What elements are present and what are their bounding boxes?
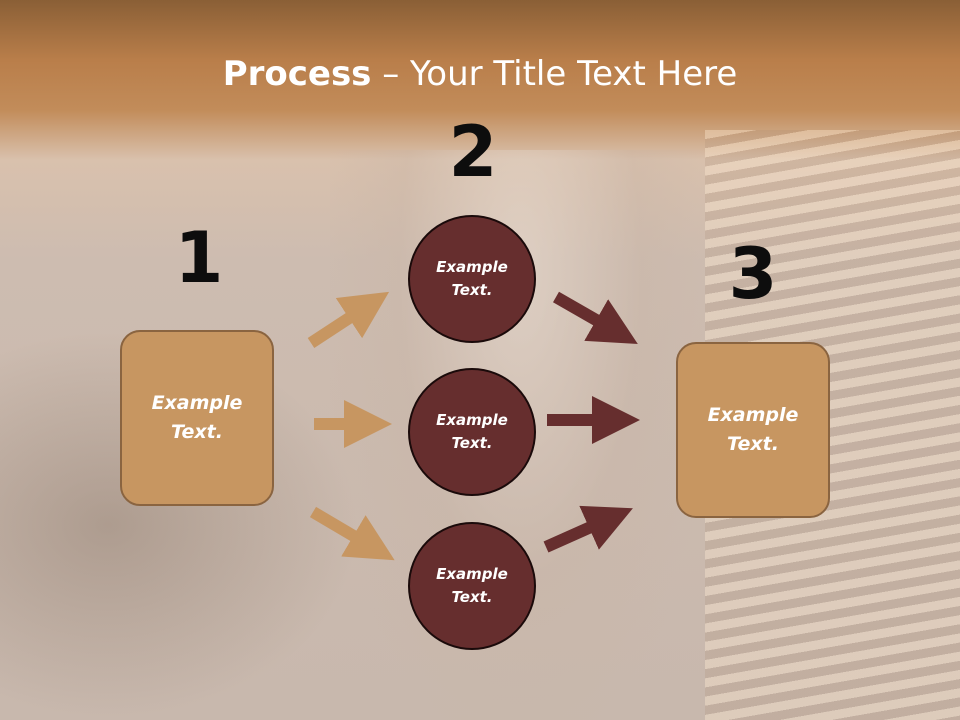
step-2-circle-bottom[interactable]: Example Text. xyxy=(408,522,536,650)
slide-title: Process – Your Title Text Here xyxy=(0,52,960,96)
circle-middle-text: Example Text. xyxy=(436,411,508,452)
step-number-1: 1 xyxy=(174,217,224,299)
arrow-1-to-bottom xyxy=(309,506,395,561)
arrow-1-to-top xyxy=(307,291,390,349)
arrow-bottom-to-3 xyxy=(543,505,633,553)
step-2-circle-middle[interactable]: Example Text. xyxy=(408,368,536,496)
step-number-2: 2 xyxy=(448,111,498,193)
step-3-box[interactable]: Example Text. xyxy=(676,342,830,518)
circle-top-text: Example Text. xyxy=(436,258,508,299)
step-1-box-text: Example Text. xyxy=(151,392,243,443)
step-3-box-text: Example Text. xyxy=(707,404,799,455)
step-number-3: 3 xyxy=(728,233,778,315)
title-bold: Process xyxy=(222,54,372,94)
arrow-top-to-3 xyxy=(553,291,638,344)
title-rest: – Your Title Text Here xyxy=(371,54,738,94)
step-1-box[interactable]: Example Text. xyxy=(120,330,274,506)
circle-bottom-text: Example Text. xyxy=(436,565,508,606)
step-2-circle-top[interactable]: Example Text. xyxy=(408,215,536,343)
